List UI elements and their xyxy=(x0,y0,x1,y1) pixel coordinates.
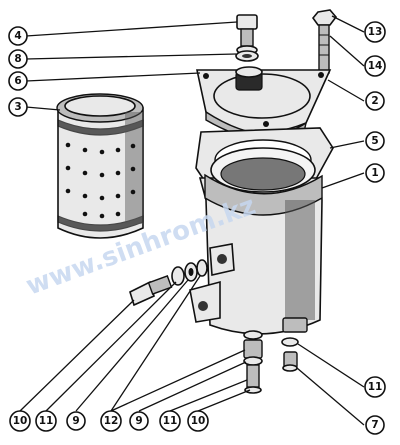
callout-8: 8 xyxy=(8,49,28,69)
callout-9-left: 9 xyxy=(66,411,86,431)
callout-14: 14 xyxy=(364,55,386,77)
svg-text:11: 11 xyxy=(39,415,54,427)
callout-10-mid: 10 xyxy=(187,410,209,432)
callout-5: 5 xyxy=(365,131,385,151)
callout-11-right: 11 xyxy=(364,376,386,398)
svg-text:8: 8 xyxy=(14,53,21,65)
callout-2: 2 xyxy=(365,91,385,111)
long-bolt xyxy=(311,9,338,74)
filter-cartridge xyxy=(56,93,144,239)
svg-text:7: 7 xyxy=(371,419,378,431)
callout-12: 12 xyxy=(100,410,122,432)
svg-text:6: 6 xyxy=(14,75,21,87)
svg-text:11: 11 xyxy=(368,381,383,393)
callout-13: 13 xyxy=(364,21,386,43)
svg-text:5: 5 xyxy=(371,135,378,147)
cover-bolt xyxy=(236,14,258,55)
svg-text:12: 12 xyxy=(104,415,119,427)
callout-1: 1 xyxy=(365,163,385,183)
callout-11-mid: 11 xyxy=(159,410,181,432)
svg-text:10: 10 xyxy=(13,415,28,427)
callout-11-left: 11 xyxy=(35,410,57,432)
callout-4: 4 xyxy=(8,26,28,46)
svg-text:2: 2 xyxy=(371,95,378,107)
svg-text:13: 13 xyxy=(368,26,383,38)
svg-text:9: 9 xyxy=(72,415,79,427)
callout-labels: 4 8 6 3 13 14 2 5 1 10 11 9 12 9 11 10 1… xyxy=(8,21,386,435)
svg-text:14: 14 xyxy=(368,60,383,72)
bottom-drain-plug xyxy=(243,330,263,394)
washer-set xyxy=(235,50,259,62)
callout-3: 3 xyxy=(8,97,28,117)
svg-text:3: 3 xyxy=(14,101,21,113)
svg-text:9: 9 xyxy=(135,415,142,427)
callout-7: 7 xyxy=(365,415,385,435)
svg-text:10: 10 xyxy=(191,415,206,427)
callout-9-mid: 9 xyxy=(129,411,149,431)
callout-10-left: 10 xyxy=(9,410,31,432)
callout-6: 6 xyxy=(8,71,28,91)
svg-text:4: 4 xyxy=(14,30,21,42)
svg-text:11: 11 xyxy=(163,415,178,427)
svg-text:1: 1 xyxy=(371,167,378,179)
filter-housing xyxy=(189,147,323,335)
bottom-plug xyxy=(281,337,299,372)
side-drain-plug xyxy=(129,259,208,307)
leader-lines xyxy=(19,15,365,426)
